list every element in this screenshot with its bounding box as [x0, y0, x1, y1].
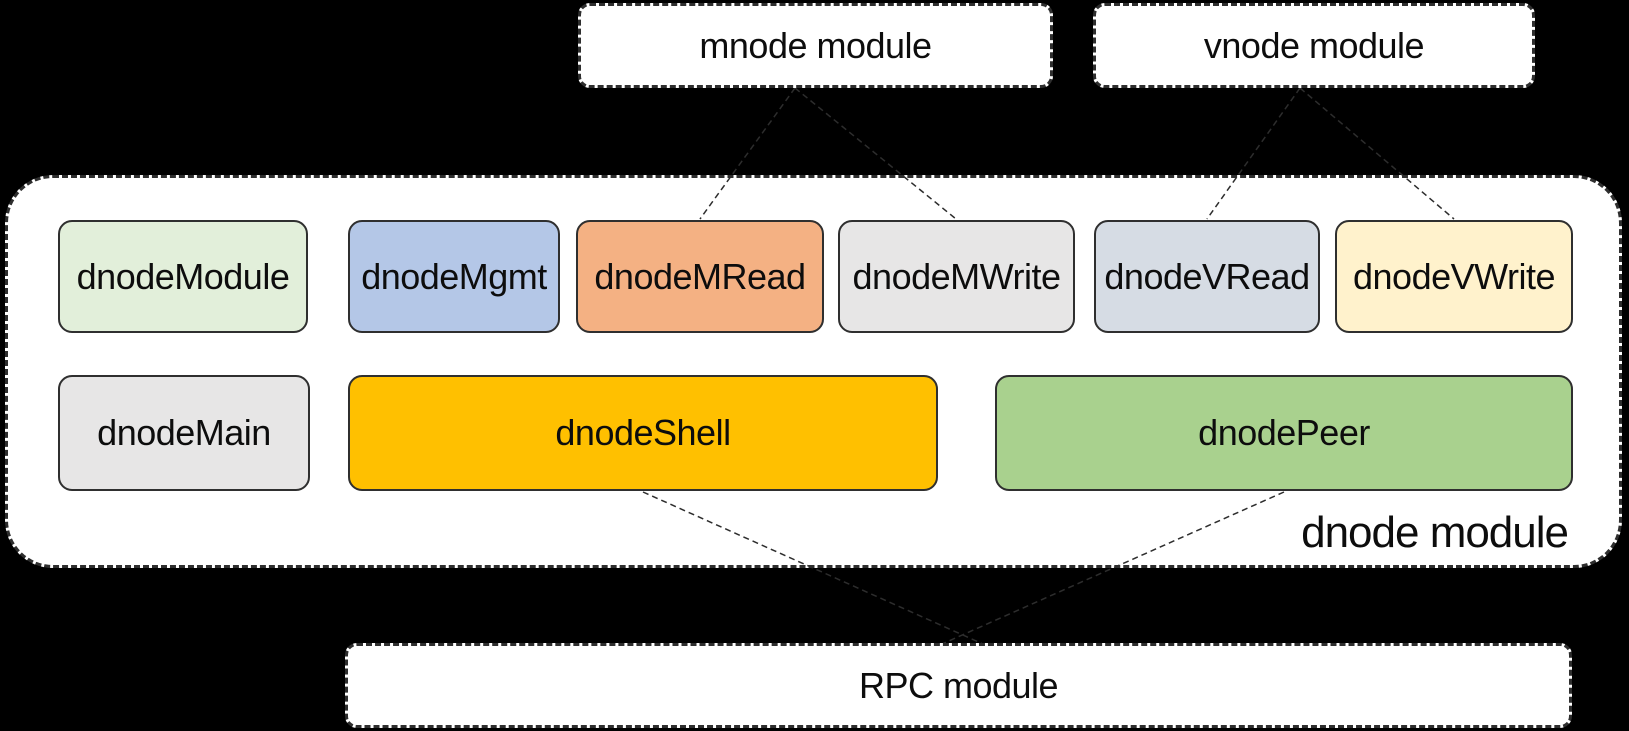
dnode-module-box-dnodepeer: dnodePeer [995, 375, 1573, 491]
dnode-module-label: dnode module [1301, 508, 1569, 557]
mnode-module-label: mnode module [699, 24, 932, 66]
dnode-module-box-dnodeshell: dnodeShell [348, 375, 938, 491]
mnode-module-box: mnode module [578, 3, 1053, 88]
dnode-module-box-dnodevread: dnodeVRead [1094, 220, 1320, 333]
dnode-module-box-dnodemgmt: dnodeMgmt [348, 220, 560, 333]
rpc-module-label: RPC module [858, 664, 1059, 706]
dnode-module-box-dnodevwrite: dnodeVWrite [1335, 220, 1573, 333]
rpc-module-box: RPC module [345, 643, 1572, 728]
dnode-module-box-dnodemain: dnodeMain [58, 375, 310, 491]
dnode-module-box-dnodemread: dnodeMRead [576, 220, 824, 333]
vnode-module-label: vnode module [1203, 24, 1425, 66]
vnode-module-box: vnode module [1093, 3, 1535, 88]
dnode-module-box-dnodemodule: dnodeModule [58, 220, 308, 333]
dnode-module-box-dnodemwrite: dnodeMWrite [838, 220, 1075, 333]
